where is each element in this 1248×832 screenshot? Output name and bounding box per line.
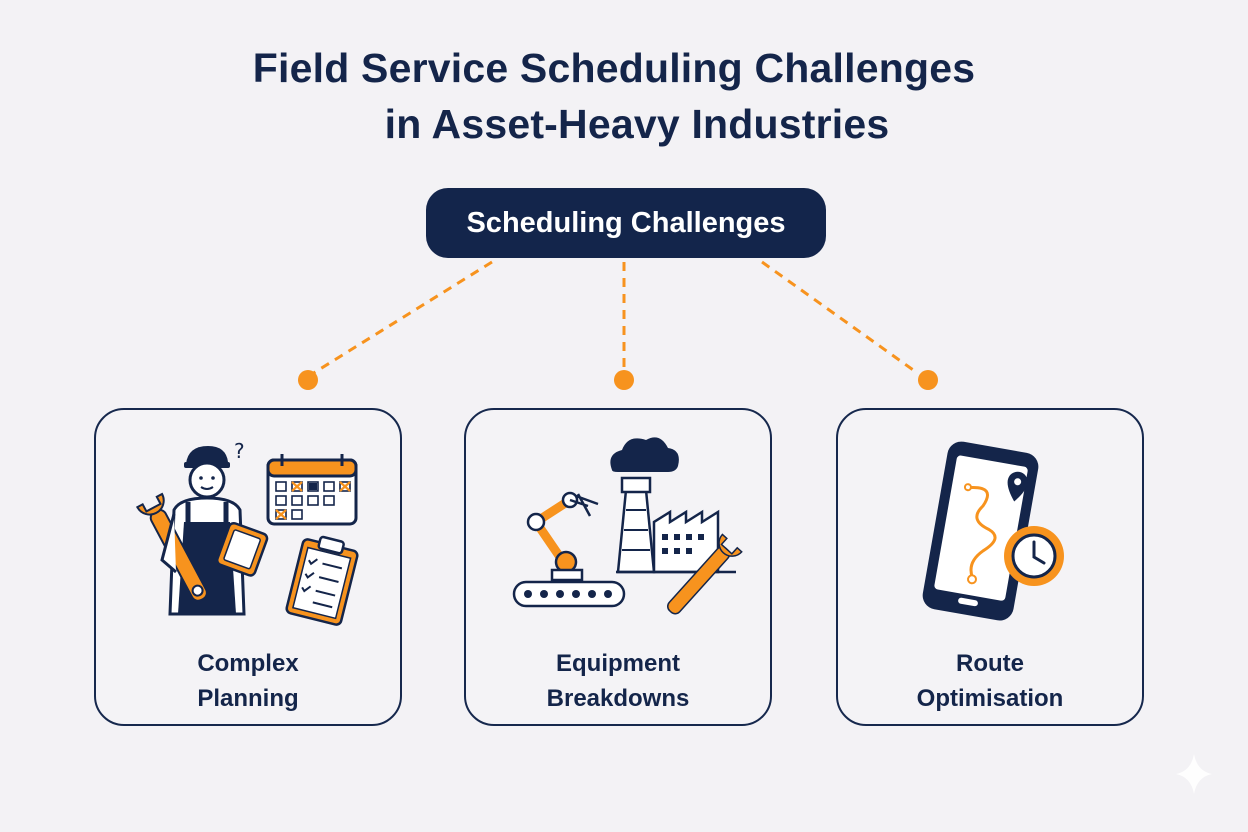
phone-map-clock-icon: [922, 441, 1064, 621]
connector-right: [761, 260, 917, 374]
card-label-line-2: Optimisation: [916, 685, 1064, 712]
card-label-line-1: Complex: [197, 650, 299, 677]
page-title: Field Service Scheduling Challenges in A…: [0, 40, 1228, 152]
root-node-label: Scheduling Challenges: [466, 206, 786, 239]
card-label-route-optimisation: Route Optimisation: [838, 646, 1142, 716]
root-node-scheduling-challenges: Scheduling Challenges: [426, 188, 826, 258]
connector-dot-left: [298, 370, 318, 390]
card-label-line-1: Route: [956, 650, 1024, 677]
card-label-equipment-breakdowns: Equipment Breakdowns: [466, 646, 770, 716]
industrial-robot-wrench-icon: [512, 437, 743, 615]
card-label-line-2: Breakdowns: [546, 685, 690, 712]
card-complex-planning: ?: [94, 408, 402, 726]
card-equipment-breakdowns: Equipment Breakdowns: [464, 408, 772, 726]
card-label-line-2: Planning: [197, 685, 299, 712]
title-line-1: Field Service Scheduling Challenges: [252, 45, 976, 91]
connector-dot-middle: [614, 370, 634, 390]
svg-text:?: ?: [234, 439, 245, 463]
connector-left: [311, 260, 493, 376]
title-line-2: in Asset-Heavy Industries: [384, 101, 890, 147]
technician-calendar-clipboard-icon: ?: [135, 439, 359, 626]
card-label-complex-planning: Complex Planning: [96, 646, 400, 716]
card-route-optimisation: Route Optimisation: [836, 408, 1144, 726]
card-label-line-1: Equipment: [556, 650, 680, 677]
connector-dot-right: [918, 370, 938, 390]
sparkle-icon: [1176, 754, 1212, 794]
